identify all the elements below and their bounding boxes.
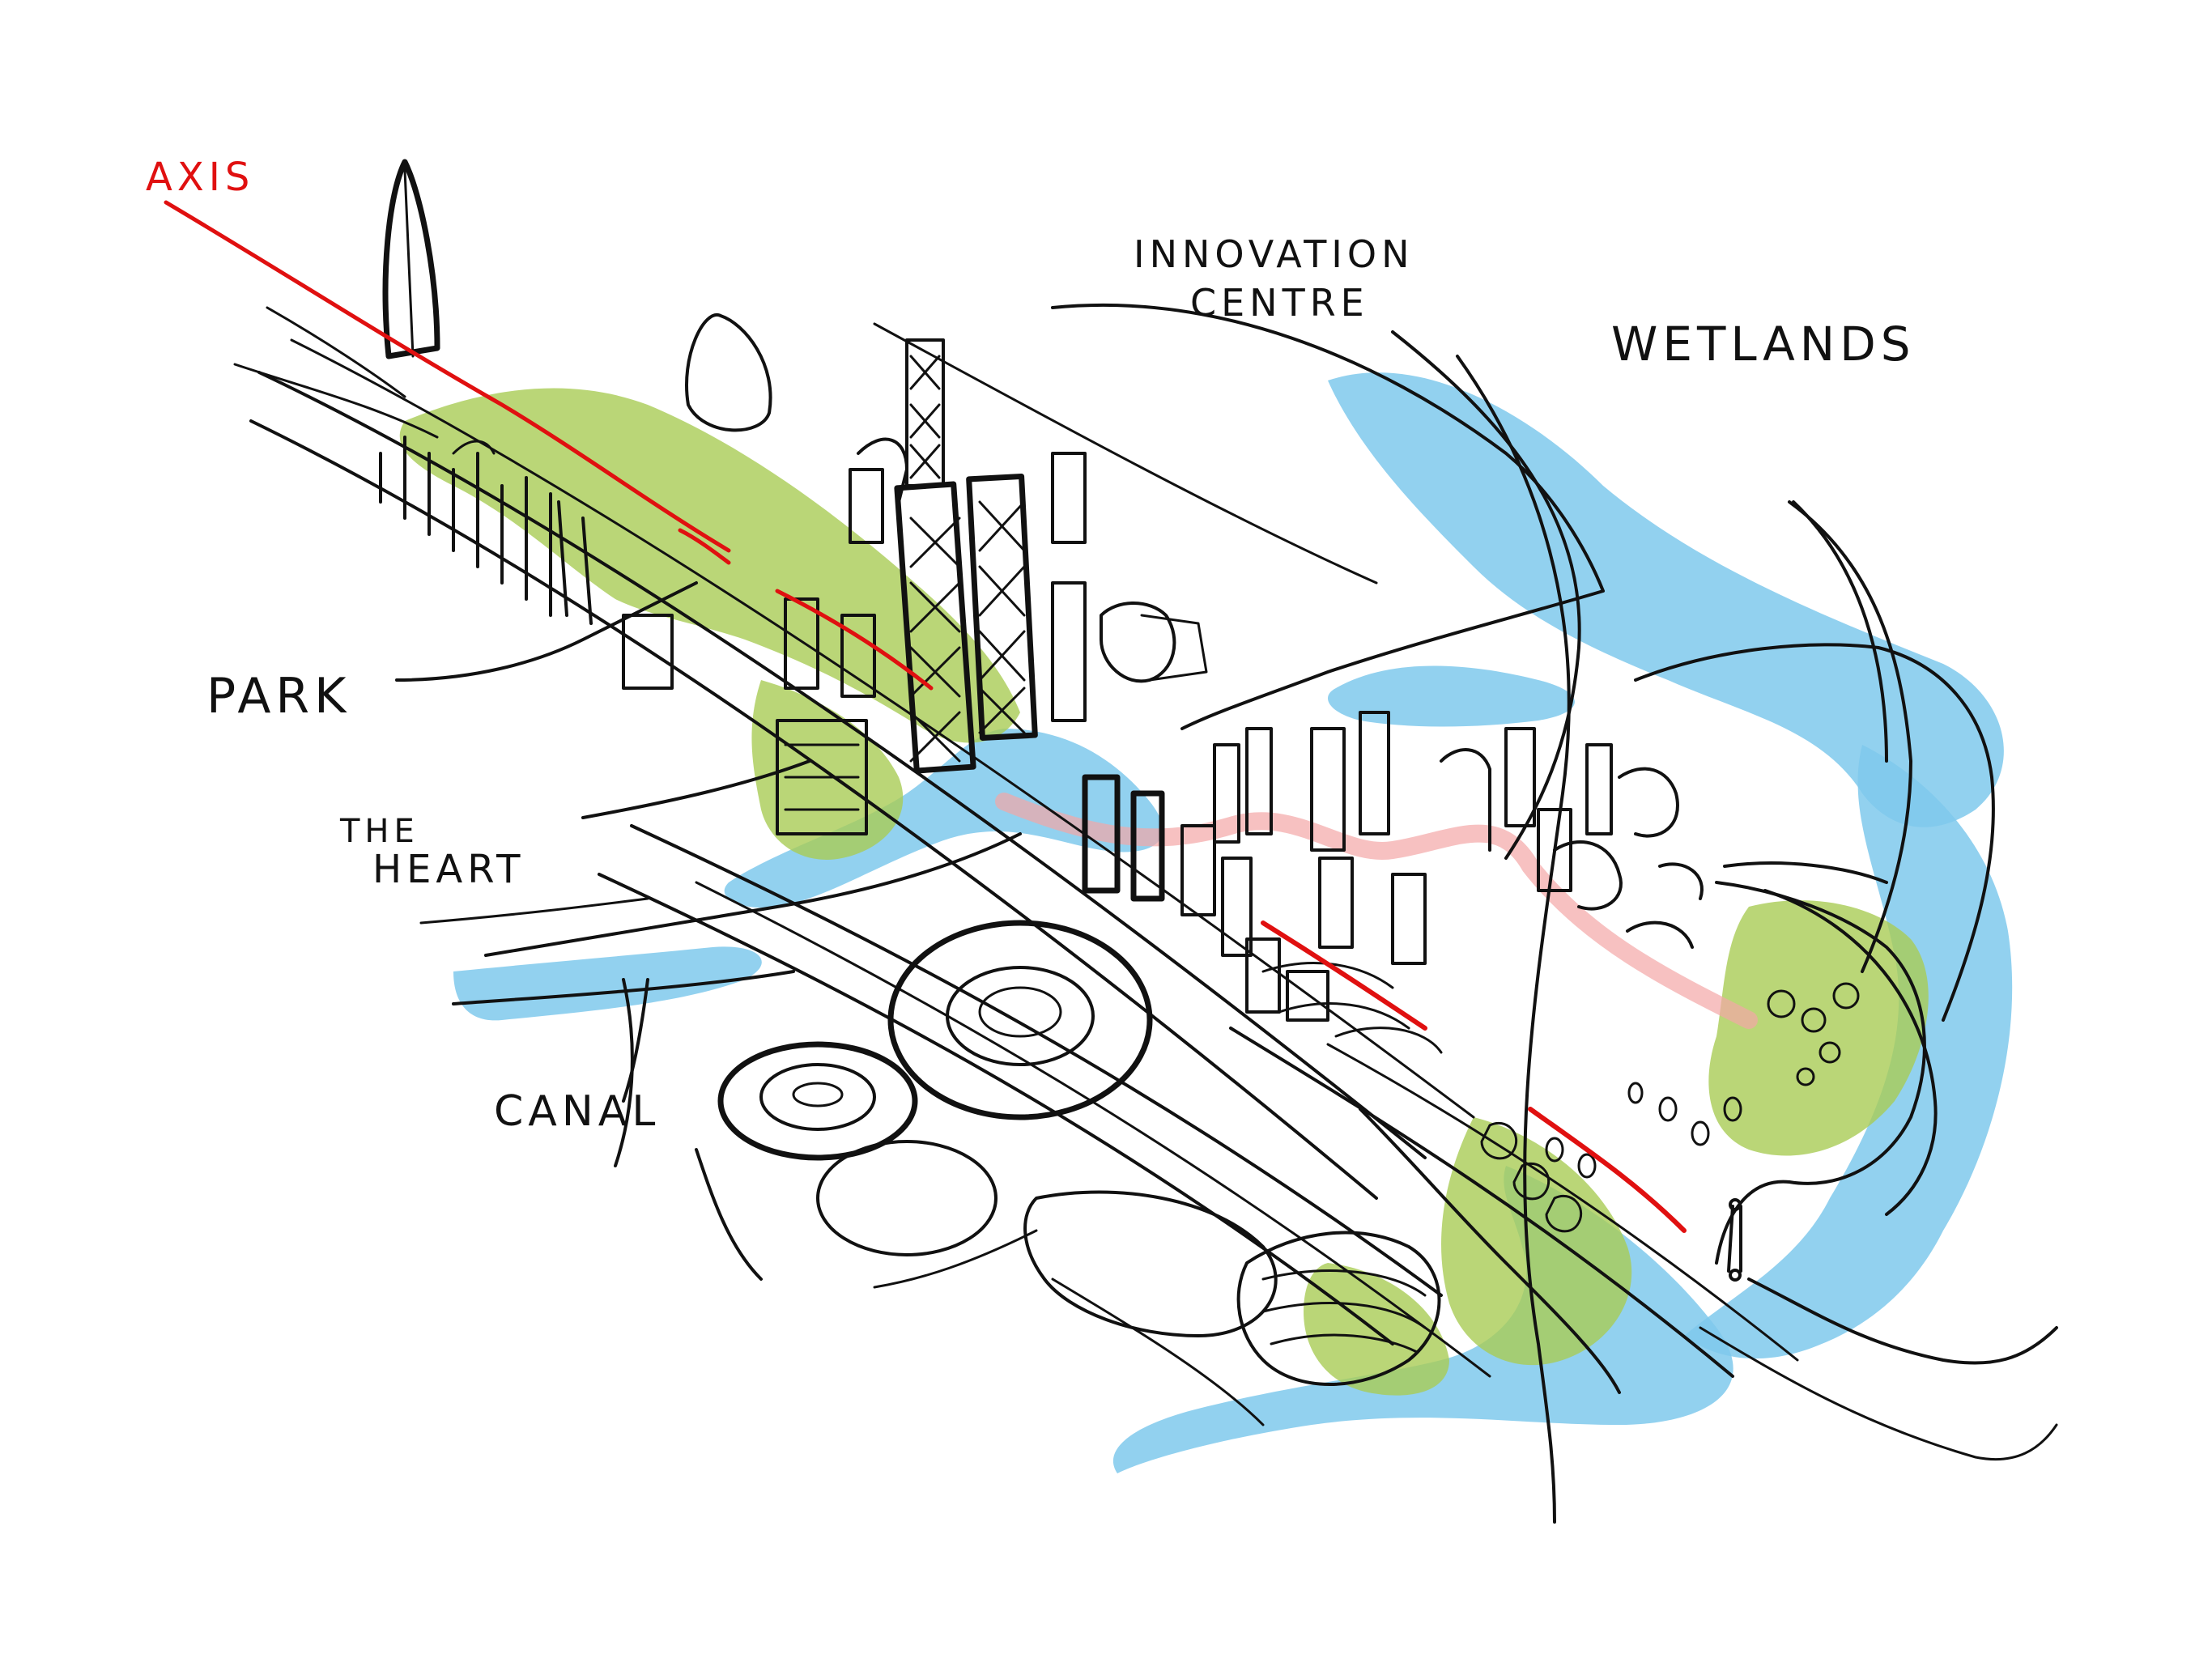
south-park-green — [1441, 1117, 1632, 1366]
innovation-leader — [1391, 330, 1581, 860]
south-bank-green — [1304, 1263, 1449, 1396]
egg-building — [685, 312, 772, 432]
wetlands-leader — [1792, 500, 1888, 763]
wetlands-water — [1328, 372, 2004, 827]
lattice-tower-3 — [905, 338, 945, 487]
axis-line-east — [1528, 1107, 1687, 1233]
wetlands-label: WETLANDS — [1611, 317, 1916, 372]
park-strip — [399, 388, 1021, 743]
east-park-green — [1708, 900, 1929, 1156]
axis-glow — [995, 793, 1758, 1029]
label-leaders — [395, 500, 1888, 1103]
heart-leader — [581, 759, 811, 819]
heart-label-line1: THE — [339, 813, 419, 850]
axis-lines — [164, 200, 1687, 1233]
canal-label: CANAL — [494, 1087, 660, 1136]
green-areas — [399, 388, 1929, 1396]
canal-water — [724, 729, 1163, 908]
ink-linework — [233, 304, 2058, 1524]
west-canal-water — [453, 946, 762, 1021]
east-island-outline — [1715, 881, 1926, 1265]
trees-scribble — [1480, 982, 1860, 1233]
park-leader — [395, 581, 698, 682]
axis-line-heart — [1261, 920, 1427, 1031]
innovation-label-line1: INNOVATION — [1134, 232, 1414, 276]
pin-marker — [1727, 1205, 1742, 1273]
heart-label-line2: HEART — [372, 847, 525, 892]
axis-line-west — [164, 200, 731, 553]
lattice-tower-4 — [1051, 581, 1087, 722]
labels: AXIS INNOVATION CENTRE WETLANDS PARK THE… — [146, 155, 1916, 1136]
spire-tower — [382, 159, 440, 359]
east-river-water — [1684, 745, 2013, 1359]
innovation-water — [1328, 665, 1575, 727]
canal-leader — [622, 978, 649, 1103]
park-label: PARK — [206, 668, 351, 725]
towers — [379, 159, 1860, 1282]
lattice-tower-2 — [966, 473, 1038, 741]
axis-label: AXIS — [146, 155, 254, 200]
innovation-label-line2: CENTRE — [1190, 281, 1369, 325]
axis-line-centre — [775, 589, 934, 691]
